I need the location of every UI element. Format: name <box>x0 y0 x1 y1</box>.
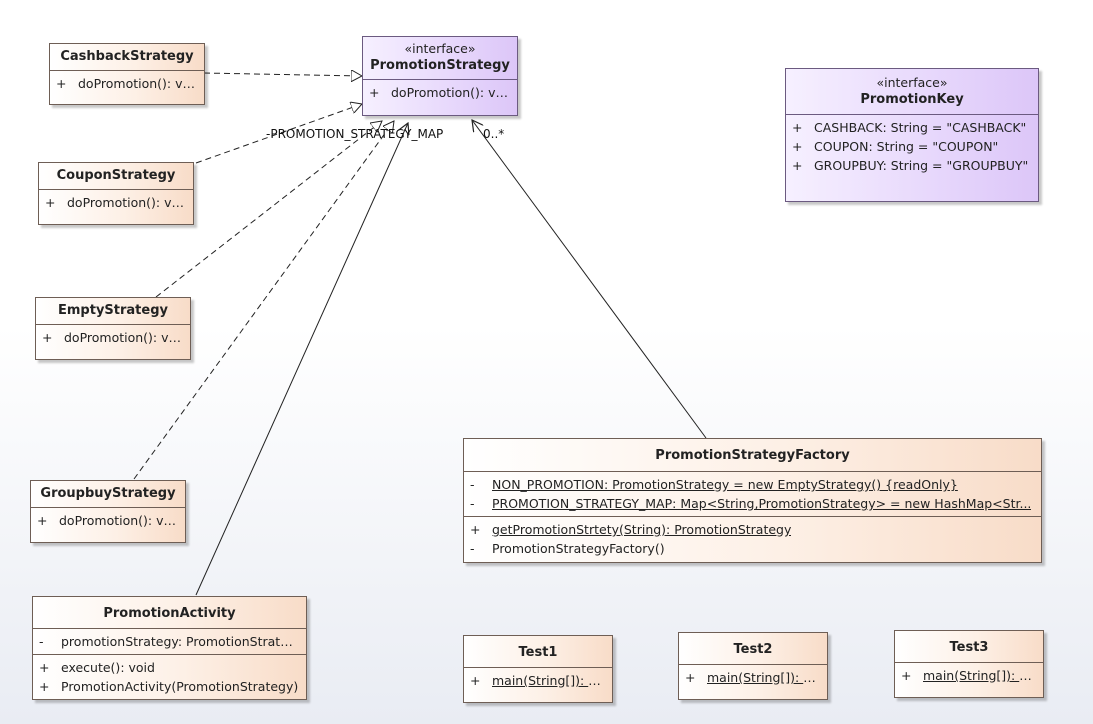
class-test2[interactable]: Test2 +main(String[]): void <box>678 632 828 700</box>
association-factory <box>472 120 707 439</box>
association-multiplicity: 0..* <box>483 127 504 141</box>
stereotype: «interface» <box>404 41 476 56</box>
realization-coupon <box>195 104 362 164</box>
operation: +main(String[]): void <box>470 673 606 688</box>
class-test3[interactable]: Test3 +main(String[]): void <box>894 630 1044 698</box>
operation: +doPromotion(): void <box>42 330 184 345</box>
operation: +main(String[]): void <box>685 670 821 685</box>
attribute: -PROMOTION_STRATEGY_MAP: Map<String,Prom… <box>470 496 1032 511</box>
attribute: -promotionStrategy: PromotionStrategy <box>39 634 300 649</box>
class-coupon-strategy[interactable]: CouponStrategy +doPromotion(): void <box>38 162 194 225</box>
operation: +doPromotion(): void <box>37 513 179 528</box>
operation: +doPromotion(): void <box>369 85 511 100</box>
class-promotion-strategy-factory[interactable]: PromotionStrategyFactory -NON_PROMOTION:… <box>463 438 1042 563</box>
attribute: +GROUPBUY: String = "GROUPBUY" <box>792 158 1029 173</box>
operation: +execute(): void <box>39 660 155 675</box>
class-name: PromotionActivity <box>103 606 236 621</box>
realization-cashback <box>203 73 362 76</box>
class-name: GroupbuyStrategy <box>40 486 176 501</box>
attribute: +CASHBACK: String = "CASHBACK" <box>792 120 1027 135</box>
attribute: -NON_PROMOTION: PromotionStrategy = new … <box>470 477 958 492</box>
interface-promotion-strategy[interactable]: «interface» PromotionStrategy +doPromoti… <box>362 36 518 116</box>
attribute: +COUPON: String = "COUPON" <box>792 139 999 154</box>
operation: +doPromotion(): void <box>56 76 198 91</box>
class-empty-strategy[interactable]: EmptyStrategy +doPromotion(): void <box>35 297 191 360</box>
class-name: PromotionStrategy <box>370 58 510 73</box>
class-name: EmptyStrategy <box>58 303 168 318</box>
class-cashback-strategy[interactable]: CashbackStrategy +doPromotion(): void <box>49 43 205 105</box>
class-groupbuy-strategy[interactable]: GroupbuyStrategy +doPromotion(): void <box>30 480 186 543</box>
operation: +getPromotionStrtety(String): PromotionS… <box>470 522 792 537</box>
class-name: CouponStrategy <box>56 168 176 183</box>
association-activity <box>195 123 408 596</box>
operation: +main(String[]): void <box>901 668 1037 683</box>
operation: +doPromotion(): void <box>45 195 187 210</box>
stereotype: «interface» <box>876 75 948 90</box>
operation: -PromotionStrategyFactory() <box>470 541 665 556</box>
class-name: PromotionKey <box>860 92 964 107</box>
class-promotion-activity[interactable]: PromotionActivity -promotionStrategy: Pr… <box>32 596 307 700</box>
class-name: CashbackStrategy <box>60 49 194 64</box>
class-name: PromotionStrategyFactory <box>655 448 850 463</box>
class-name: Test3 <box>949 640 989 655</box>
class-name: Test1 <box>518 645 558 660</box>
class-name: Test2 <box>733 642 773 657</box>
interface-promotion-key[interactable]: «interface» PromotionKey +CASHBACK: Stri… <box>785 68 1039 202</box>
operation: +PromotionActivity(PromotionStrategy) <box>39 679 299 694</box>
class-test1[interactable]: Test1 +main(String[]): void <box>463 635 613 703</box>
association-role-label: -PROMOTION_STRATEGY_MAP <box>266 127 443 141</box>
